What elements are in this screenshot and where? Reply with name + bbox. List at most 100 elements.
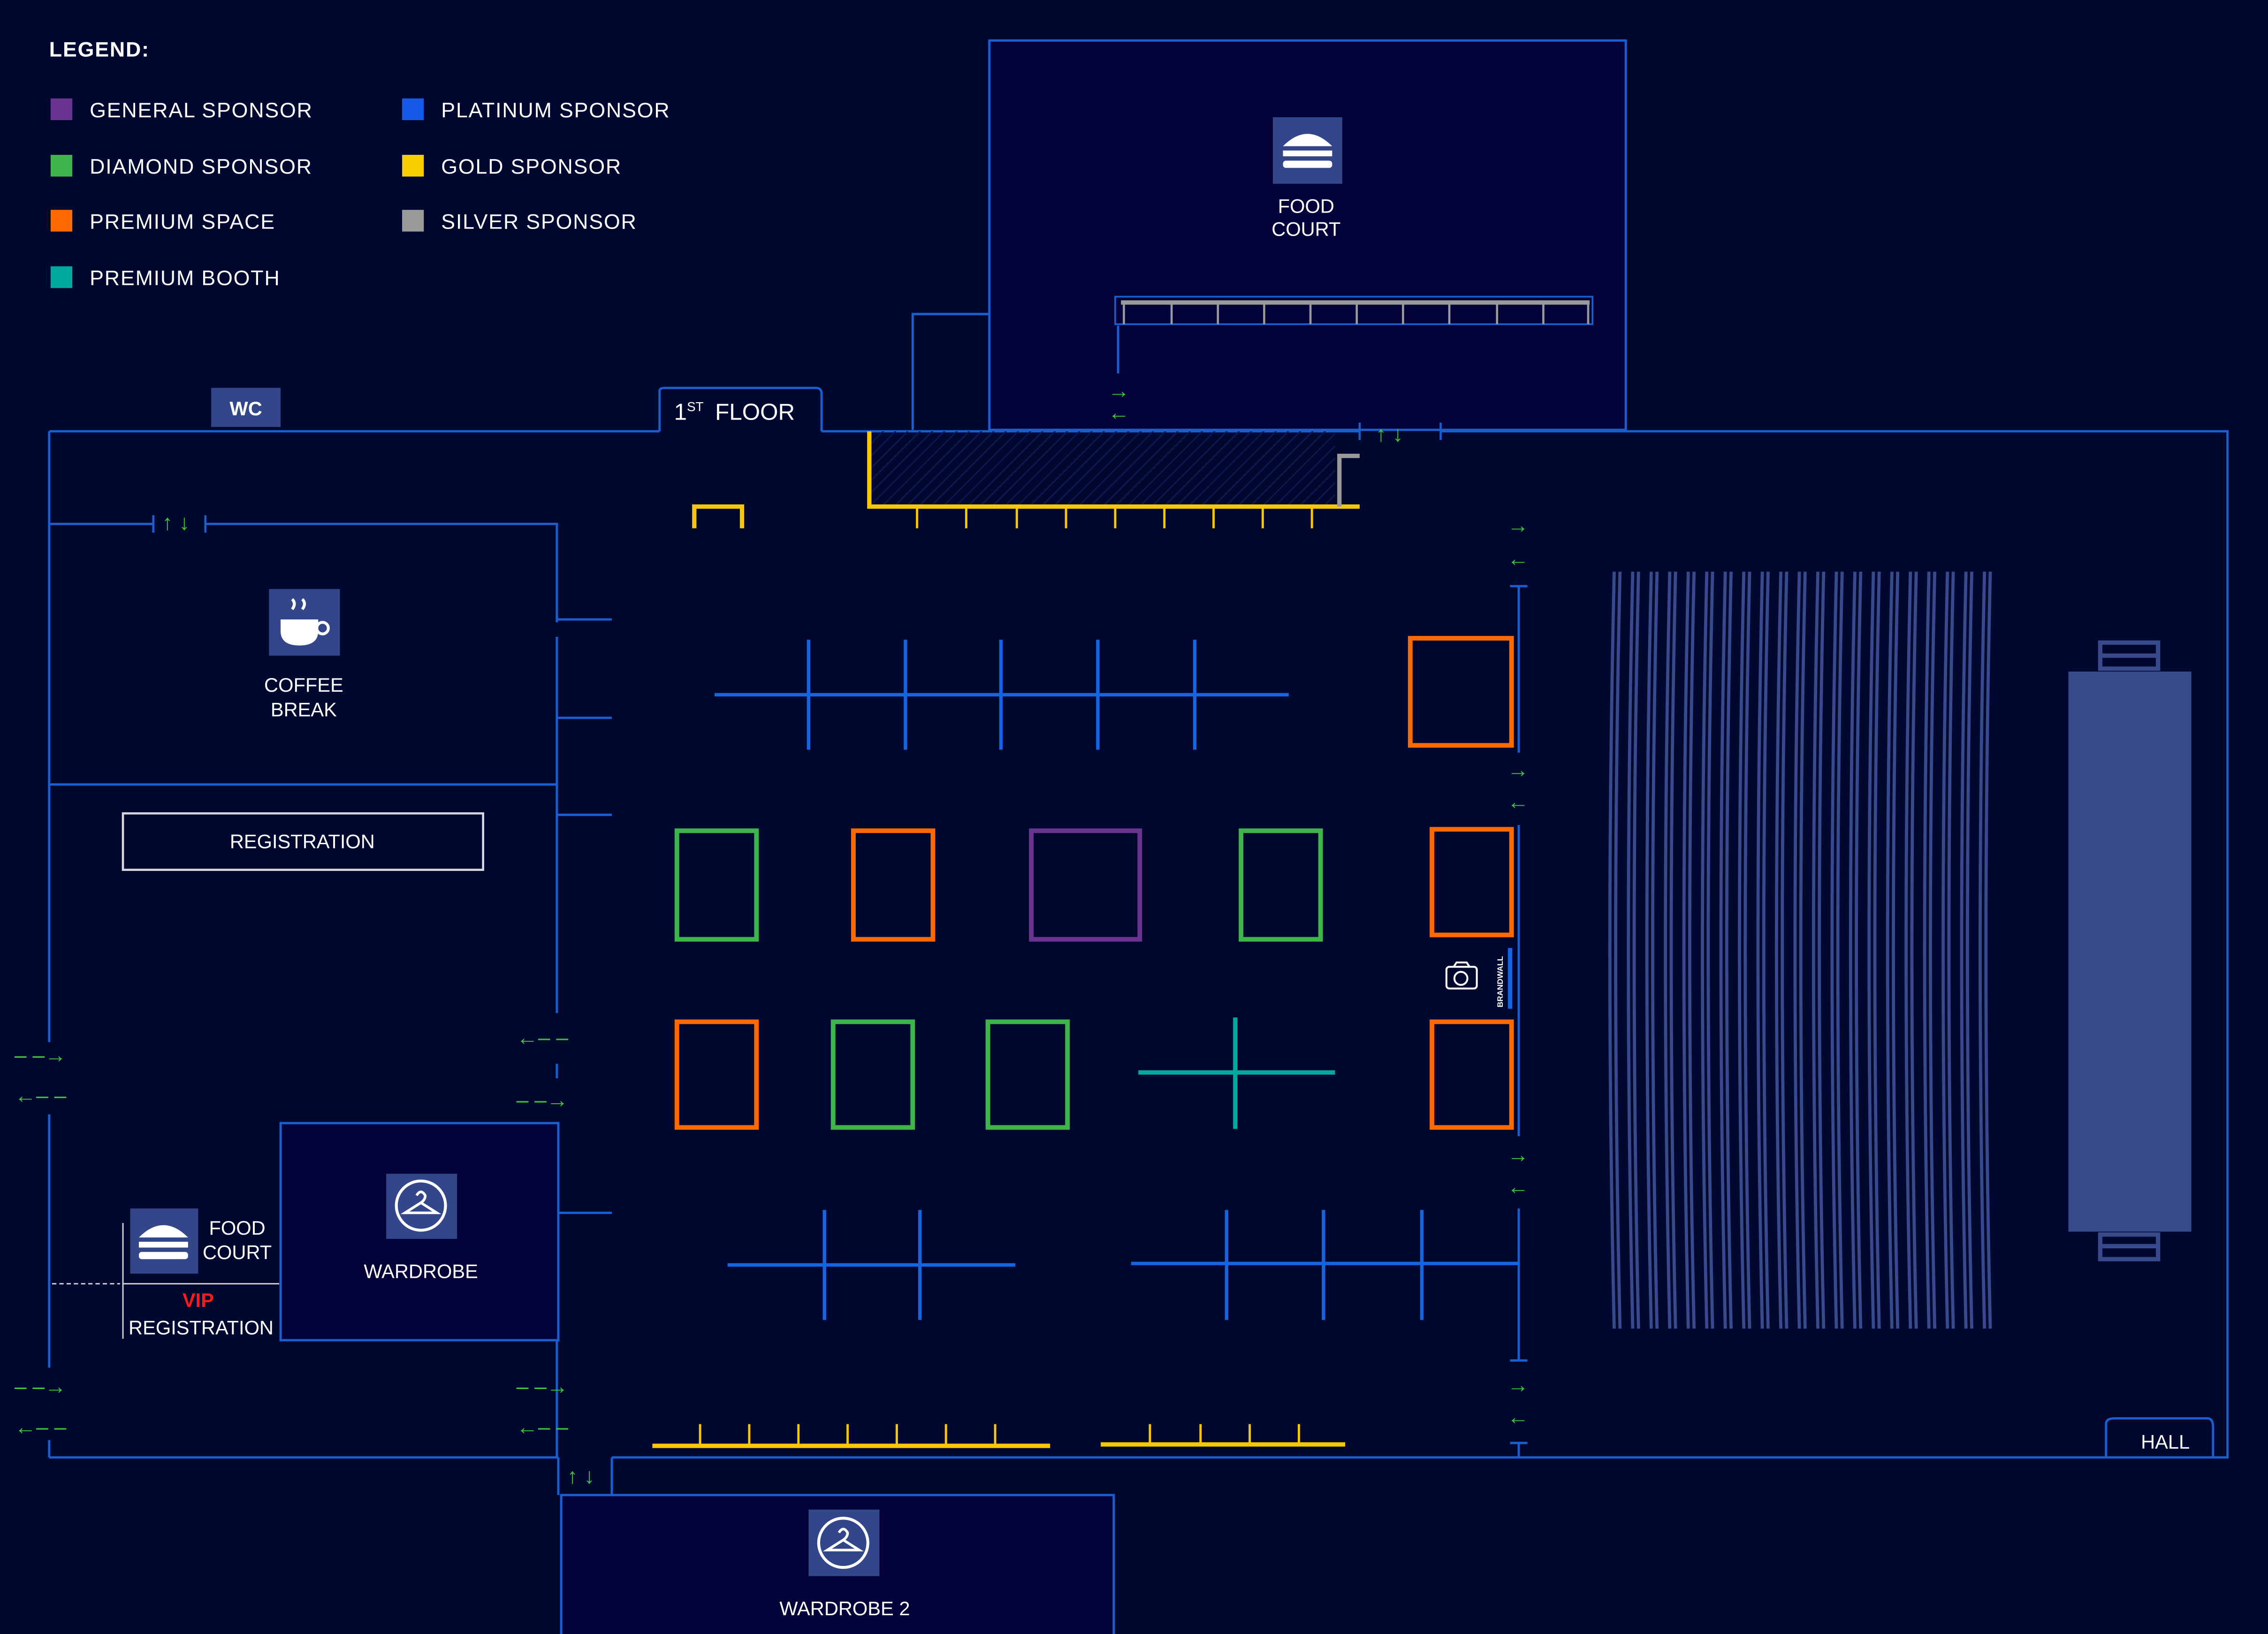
direction-arrow: ← <box>1507 789 1529 814</box>
direction-arrow: – –→ <box>517 1374 569 1398</box>
legend-swatch <box>50 266 73 288</box>
legend-label: PREMIUM BOOTH <box>90 267 280 290</box>
seat-row <box>1873 572 1881 1329</box>
legend-label: PREMIUM SPACE <box>90 210 275 233</box>
hanger-icon <box>808 1509 880 1576</box>
diamond-booth[interactable] <box>830 1019 915 1130</box>
premium-booth-cross[interactable] <box>1138 1017 1335 1129</box>
direction-arrow: ←– – <box>15 1083 67 1107</box>
seat-row <box>1682 572 1690 1329</box>
registration-label: REGISTRATION <box>230 830 375 852</box>
gold-sponsor-small <box>692 504 745 528</box>
vip-registration-label: REGISTRATION <box>129 1317 274 1339</box>
seat-row <box>1960 572 1968 1329</box>
direction-arrow: ←– – <box>15 1414 67 1439</box>
direction-arrow: ← <box>1507 546 1529 571</box>
premium-space-booth[interactable] <box>1430 827 1514 938</box>
diamond-booth[interactable] <box>1239 828 1323 942</box>
seat-row <box>1664 572 1672 1329</box>
food-court-icon <box>1272 117 1342 184</box>
seat-row <box>1632 572 1640 1329</box>
seating <box>1608 572 1992 1329</box>
stage[interactable] <box>2068 640 2192 1261</box>
legend-title: LEGEND: <box>49 38 150 61</box>
seat-row <box>1738 572 1746 1329</box>
food-court-label: FOOD <box>1278 195 1334 217</box>
direction-arrow: ↑ ↓ <box>1376 422 1403 446</box>
seat-row <box>1965 572 1974 1329</box>
seat-row <box>1627 572 1635 1329</box>
direction-arrow: – –→ <box>517 1087 569 1112</box>
seat-row <box>1836 572 1844 1329</box>
seat-row <box>1743 572 1751 1329</box>
hanger-icon <box>386 1174 457 1239</box>
food-court-room[interactable] <box>988 39 1627 431</box>
direction-arrow: → <box>1507 757 1529 782</box>
left-rooms-walls <box>49 522 558 1458</box>
legend-swatch <box>402 210 424 232</box>
direction-arrow: → <box>1108 378 1130 403</box>
legend-label: GOLD SPONSOR <box>441 155 622 178</box>
seat-row <box>1929 572 1937 1329</box>
seat-row <box>1781 572 1789 1329</box>
seat-row <box>1818 572 1826 1329</box>
seat-row <box>1608 572 1616 1329</box>
gold-sponsor-counter-top <box>867 431 1360 509</box>
diamond-booth[interactable] <box>985 1019 1070 1130</box>
coffee-icon <box>269 589 340 656</box>
direction-arrow: ↑ ↓ <box>567 1464 595 1488</box>
seat-row <box>1855 572 1863 1329</box>
premium-space-booth[interactable] <box>674 1019 759 1130</box>
direction-arrows: – –→←– –←– –– –→– –→←– –←– –– –→↑ ↓↑ ↓↑ … <box>15 378 1529 1488</box>
legend-swatch <box>50 210 73 232</box>
seat-row <box>1793 572 1801 1329</box>
floor-tab <box>658 387 823 432</box>
wc-button[interactable] <box>211 388 281 427</box>
legend-label: GENERAL SPONSOR <box>90 99 313 122</box>
wall-stubs <box>556 618 612 1214</box>
seat-row <box>1614 572 1622 1329</box>
general-booth[interactable] <box>1029 828 1142 942</box>
hatched-area <box>869 431 1335 507</box>
registration-desk[interactable] <box>122 812 485 871</box>
vip-food-court-icon <box>130 1208 198 1274</box>
seat-row <box>1688 572 1696 1329</box>
seat-row <box>1775 572 1783 1329</box>
direction-arrow: ←– – <box>517 1414 569 1439</box>
seat-row <box>1849 572 1857 1329</box>
direction-arrow: → <box>1507 1373 1529 1397</box>
coffee-label: COFFEE <box>264 674 343 696</box>
legend-swatch <box>402 155 424 177</box>
seat-row <box>1811 572 1819 1329</box>
silver-sponsor-counter <box>1121 300 1590 324</box>
direction-arrow: ← <box>1507 1174 1529 1199</box>
seat-row <box>1892 572 1900 1329</box>
wc-label: WC <box>229 397 262 420</box>
wardrobe-label: WARDROBE <box>364 1260 478 1282</box>
seat-row <box>1830 572 1838 1329</box>
premium-space-booth[interactable] <box>1408 636 1514 748</box>
seat-row <box>1979 572 1986 1329</box>
vip-label: VIP <box>183 1289 214 1311</box>
seat-row <box>1645 572 1653 1329</box>
seat-row <box>1923 572 1931 1329</box>
silver-counter-outline <box>1114 296 1594 325</box>
seat-row <box>1762 572 1770 1329</box>
diamond-booth[interactable] <box>674 828 759 942</box>
seat-row <box>1669 572 1677 1329</box>
camera-icon <box>1445 961 1478 990</box>
legend-label: SILVER SPONSOR <box>441 210 637 233</box>
vip-food-court-label-2: COURT <box>203 1241 272 1263</box>
premium-space-booth[interactable] <box>851 828 936 942</box>
silver-sponsor-stub <box>1337 453 1360 507</box>
direction-arrow: – –→ <box>15 1043 67 1067</box>
direction-arrow: ↑ ↓ <box>162 510 190 534</box>
annex-wall <box>911 313 989 430</box>
premium-space-booth[interactable] <box>1430 1019 1514 1130</box>
seat-row <box>1756 572 1764 1329</box>
legend-label: PLATINUM SPONSOR <box>441 99 670 122</box>
hall-tab <box>2105 1417 2215 1458</box>
